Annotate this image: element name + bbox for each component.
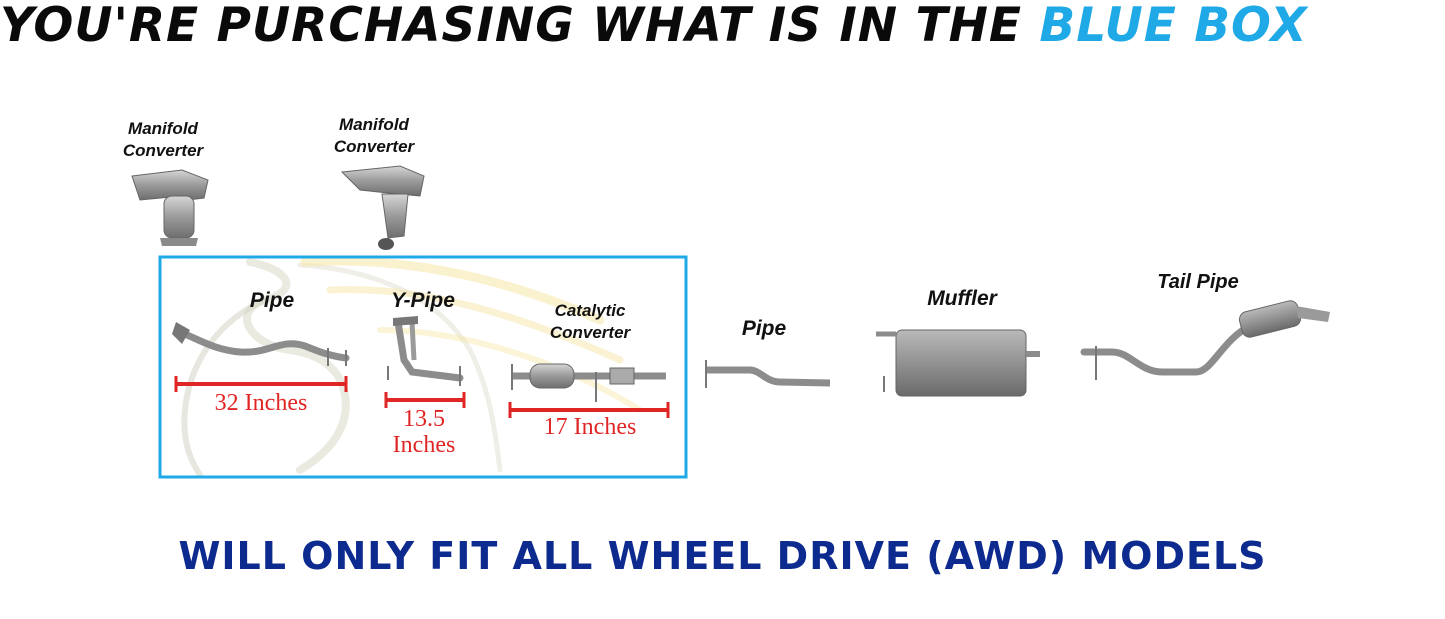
tail-pipe-label: Tail Pipe — [1157, 271, 1239, 293]
catalytic-converter-icon — [511, 363, 666, 402]
manifold-converter-1-icon — [131, 169, 209, 246]
blue-box — [158, 255, 688, 479]
muffler-icon — [876, 329, 1040, 397]
manifold-converter-2-icon — [340, 165, 425, 250]
mid-pipe-label: Pipe — [741, 317, 787, 340]
headline-accent: BLUE BOX — [1039, 0, 1308, 53]
front-pipe-label: Pipe — [249, 289, 295, 312]
tail-pipe-icon — [1080, 300, 1330, 380]
cat-measurement: 17 Inches — [543, 414, 637, 440]
headline-prefix: YOU'RE PURCHASING WHAT IS IN THE — [0, 0, 1040, 53]
catalytic-converter-label: Catalytic Converter — [549, 301, 631, 342]
y-pipe-icon — [387, 316, 464, 386]
y-pipe-measurement-unit: Inches — [392, 432, 456, 458]
manifold-converter-1-label: Manifold Converter — [122, 119, 204, 160]
manifold-converter-2-label: Manifold Converter — [333, 115, 415, 156]
muffler-label: Muffler — [927, 287, 997, 310]
fitment-notice: WILL ONLY FIT ALL WHEEL DRIVE (AWD) MODE… — [178, 534, 1267, 578]
pipe-measurement: 32 Inches — [214, 390, 308, 416]
y-pipe-label: Y-Pipe — [391, 289, 455, 312]
mid-pipe-icon — [705, 360, 831, 388]
headline: YOU'RE PURCHASING WHAT IS IN THE BLUE BO… — [0, 0, 1445, 53]
front-pipe-icon — [172, 322, 350, 366]
y-pipe-measurement: 13.5 Inches — [376, 406, 472, 458]
y-pipe-measurement-value: 13.5 — [403, 406, 445, 432]
